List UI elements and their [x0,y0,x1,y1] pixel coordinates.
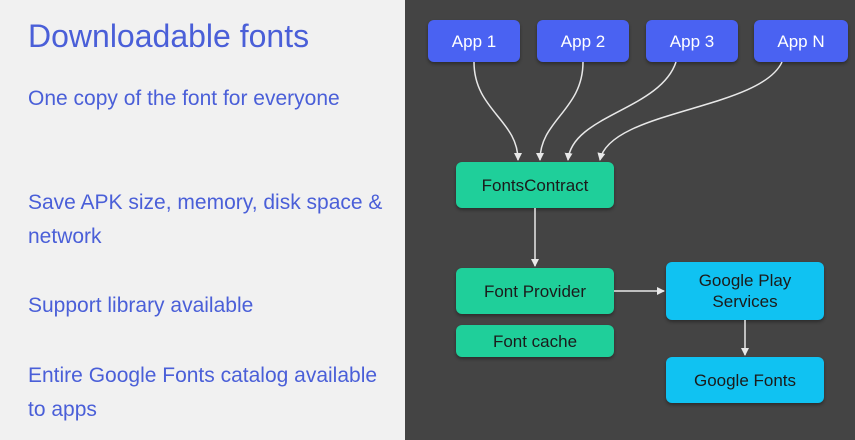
app-3-box: App 3 [646,20,738,62]
font-cache-box: Font cache [456,325,614,357]
google-fonts-box: Google Fonts [666,357,824,403]
font-provider-box: Font Provider [456,268,614,314]
fonts-contract-box: FontsContract [456,162,614,208]
bullet-support-library: Support library available [28,294,254,317]
app-n-box: App N [754,20,848,62]
app-2-box: App 2 [537,20,629,62]
slide-title: Downloadable fonts [28,18,310,54]
bullet-one-copy: One copy of the font for everyone [28,87,340,110]
app-1-box: App 1 [428,20,520,62]
bullet-google-fonts-catalog: Entire Google Fonts catalog available to… [28,364,378,421]
text-panel: Downloadable fonts One copy of the font … [0,0,405,440]
bullet-save-apk: Save APK size, memory, disk space & netw… [28,191,383,248]
google-play-services-box: Google Play Services [666,262,824,320]
